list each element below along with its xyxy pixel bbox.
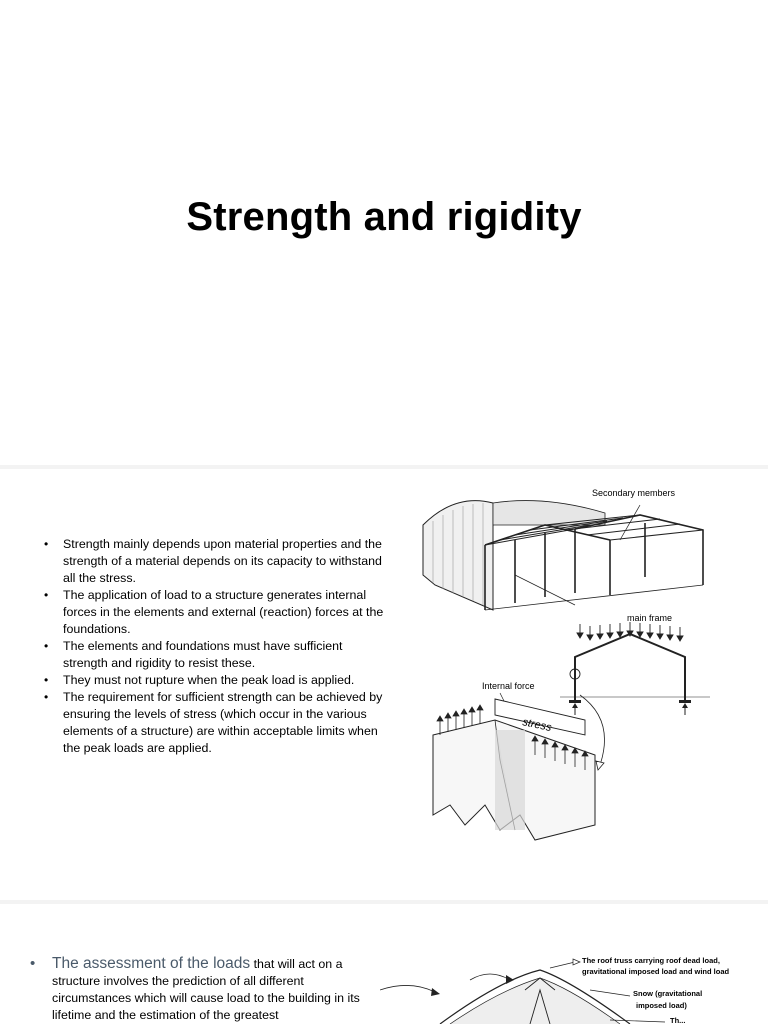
loads-bullet-text: The assessment of the loads that will ac… bbox=[52, 955, 375, 1024]
strength-slide: Strength mainly depends upon material pr… bbox=[0, 470, 768, 900]
loads-slide: • The assessment of the loads that will … bbox=[0, 905, 768, 1024]
main-frame-label: main frame bbox=[627, 613, 672, 623]
snow-label-line1: Snow (gravitational bbox=[633, 989, 702, 998]
title-slide: Strength and rigidity bbox=[0, 0, 768, 465]
stressed-element-diagram: Internal force stress bbox=[432, 681, 605, 841]
bullet-list: Strength mainly depends upon material pr… bbox=[44, 536, 390, 757]
internal-force-label: Internal force bbox=[482, 681, 535, 691]
roof-truss-label-line1: The roof truss carrying roof dead load, bbox=[582, 956, 720, 965]
bullet-dot: • bbox=[30, 955, 36, 972]
bullet-item: The elements and foundations must have s… bbox=[44, 638, 390, 672]
bullet-item: The application of load to a structure g… bbox=[44, 587, 390, 638]
cut-off-label: Th... bbox=[670, 1016, 685, 1024]
portal-frame-load-diagram bbox=[560, 622, 710, 715]
slide-title: Strength and rigidity bbox=[186, 195, 582, 239]
slide-divider bbox=[0, 900, 768, 904]
roof-truss-label-line2: gravitational imposed load and wind load bbox=[582, 967, 730, 976]
bullet-item: They must not rupture when the peak load… bbox=[44, 672, 390, 689]
frame-building-illustration: Secondary members main frame bbox=[422, 488, 704, 623]
loads-bullet-rest: that will act on a structure involves th… bbox=[52, 957, 360, 1022]
bullet-item: The requirement for sufficient strength … bbox=[44, 689, 390, 757]
bullet-item: Strength mainly depends upon material pr… bbox=[44, 536, 390, 587]
snow-label-line2: imposed load) bbox=[636, 1001, 687, 1010]
loads-highlight: The assessment of the loads bbox=[52, 955, 251, 972]
slide-divider bbox=[0, 465, 768, 469]
roof-truss-loads-illustration: The roof truss carrying roof dead load, … bbox=[380, 956, 730, 1024]
loads-bullet: • The assessment of the loads that will … bbox=[30, 955, 375, 1024]
secondary-members-label: Secondary members bbox=[592, 488, 676, 498]
